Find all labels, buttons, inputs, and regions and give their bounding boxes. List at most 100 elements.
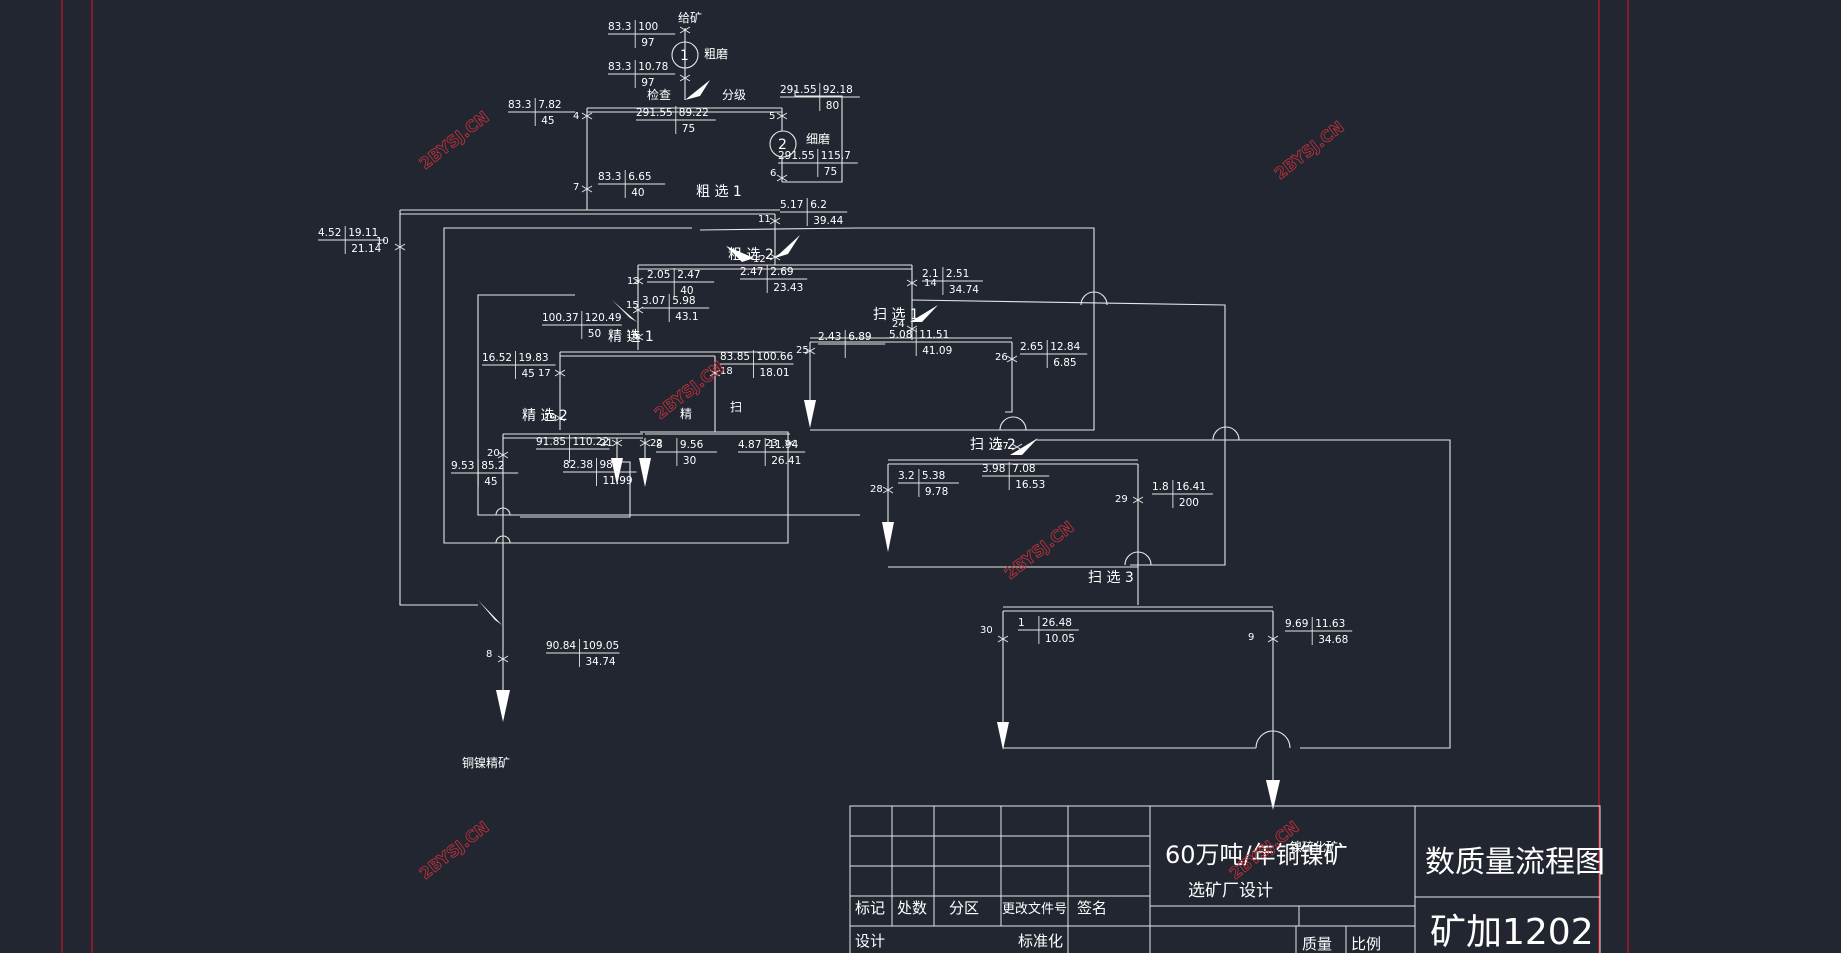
stream-crosses	[394, 26, 1279, 663]
stream-yield-value: 83.3	[508, 99, 531, 111]
arrow-icon	[478, 600, 502, 625]
stream-number: 13	[627, 276, 640, 287]
stream-recovery-value: 11.63	[1315, 618, 1345, 630]
stream-yield-value: 90.84	[546, 640, 576, 652]
stream-grade-value: 41.09	[922, 345, 952, 357]
frame-borders	[61, 0, 1629, 953]
feed-label: 给矿	[678, 11, 702, 25]
stream-grade-value: 40	[631, 187, 644, 199]
stream-grade-value: 10.05	[1045, 633, 1075, 645]
stream-yield-value: 2.05	[647, 269, 670, 281]
arrow-icon	[685, 80, 710, 100]
arrow-icon	[804, 400, 816, 428]
stream-yield-value: 3.98	[982, 463, 1005, 475]
stream-number: 26	[995, 352, 1008, 363]
stream-recovery-value: 7.82	[538, 99, 561, 111]
stream-number: 6	[770, 168, 776, 179]
stream-yield-value: 291.55	[778, 150, 815, 162]
stream-yield-value: 83.3	[598, 171, 621, 183]
row-quality: 质量	[1302, 935, 1332, 953]
stream-number: 4	[573, 111, 579, 122]
stream-yield-value: 2.1	[922, 268, 939, 280]
stream-recovery-value: 98.7	[600, 459, 623, 471]
stream-yield-value: 83.3	[608, 61, 631, 73]
stream-recovery-value: 9.56	[680, 439, 704, 451]
stream-yield-value: 5.17	[780, 199, 803, 211]
title-block: 60万吨/年铜镍矿 镍硫化矿 选矿厂设计 数质量流程图 矿加1202 标记 处数…	[849, 805, 1605, 953]
arrow-icon	[726, 246, 754, 262]
arrow-icon	[639, 458, 651, 487]
stream-recovery-value: 2.51	[946, 268, 969, 280]
stream-grade-value: 34.74	[586, 656, 616, 668]
stream-recovery-value: 12.84	[1050, 341, 1080, 353]
stream-grade-value: 45	[541, 115, 554, 127]
stream-recovery-value: 110.22	[573, 436, 610, 448]
stream-yield-value: 83.85	[720, 351, 750, 363]
stream-grade-value: 75	[682, 123, 695, 135]
cleaner1-label: 精 选 1	[608, 329, 654, 345]
stream-yield-value: 3.2	[898, 470, 915, 482]
stream-recovery-value: 11.94	[768, 439, 798, 451]
stream-yield-value: 16.52	[482, 352, 512, 364]
scav1-label: 扫 选 1	[873, 307, 919, 323]
scav2-label: 扫 选 2	[970, 437, 1016, 453]
stream-number: 22	[650, 438, 663, 449]
stream-yield-value: 83.3	[608, 21, 631, 33]
stream-number: 17	[538, 368, 551, 379]
sao-label: 扫	[730, 400, 742, 414]
stream-number: 30	[980, 625, 993, 636]
stream-number: 16	[626, 330, 639, 341]
stream-recovery-value: 6.65	[628, 171, 651, 183]
stream-recovery-value: 16.41	[1176, 481, 1206, 493]
stream-recovery-value: 100.66	[757, 351, 794, 363]
stream-recovery-value: 19.11	[348, 227, 378, 239]
stream-yield-value: 2.43	[818, 331, 841, 343]
stream-recovery-value: 2.69	[770, 266, 793, 278]
stream-grade-value: 45	[484, 476, 497, 488]
stream-grade-value: 97	[641, 37, 654, 49]
stream-yield-value: 9.53	[451, 460, 474, 472]
stream-yield-value: 1.8	[1152, 481, 1169, 493]
col-zone: 分区	[949, 899, 979, 917]
stream-yield-value: 3.07	[642, 295, 665, 307]
drawing-title: 数质量流程图	[1425, 845, 1605, 880]
rougher2-label: 粗 选 2	[728, 247, 774, 263]
row-design: 设计	[855, 932, 885, 950]
stream-grade-value: 43.1	[675, 311, 698, 323]
row-scale: 比例	[1351, 935, 1381, 953]
stream-grade-value: 200	[1179, 497, 1199, 509]
flow-arrows	[478, 80, 1280, 810]
stream-number: 24	[892, 319, 905, 330]
stream-recovery-value: 100	[638, 21, 658, 33]
rougher1-label: 粗 选 1	[696, 184, 742, 200]
stream-recovery-value: 85.2	[481, 460, 504, 472]
stream-number: 27	[996, 441, 1009, 452]
stream-yield-value: 2.65	[1020, 341, 1043, 353]
arrow-icon	[910, 305, 938, 322]
col-mark: 标记	[855, 899, 885, 917]
stream-grade-value: 6.85	[1053, 357, 1076, 369]
stream-recovery-value: 5.38	[922, 470, 945, 482]
stream-yield-value: 5.08	[889, 329, 912, 341]
stream-grade-value: 34.74	[949, 284, 979, 296]
stream-grade-value: 21.14	[351, 243, 381, 255]
arrow-icon	[882, 522, 894, 552]
stream-number: 10	[376, 236, 389, 247]
stream-recovery-value: 5.98	[672, 295, 695, 307]
stream-number: 15	[626, 300, 639, 311]
project-title-line2: 选矿厂设计	[1188, 881, 1273, 901]
classify-label: 分级	[722, 88, 746, 102]
stream-recovery-value: 19.83	[519, 352, 549, 364]
stream-grade-value: 40	[680, 285, 693, 297]
col-doc: 更改文件号	[1002, 902, 1067, 917]
stream-number: 12	[753, 254, 766, 265]
stream-grade-value: 45	[522, 368, 535, 380]
stream-number: 7	[573, 182, 579, 193]
stream-recovery-value: 120.49	[585, 312, 622, 324]
stream-number: 18	[720, 366, 733, 377]
stream-recovery-value: 11.51	[919, 329, 949, 341]
rough-grind-label: 粗磨	[704, 47, 728, 61]
stream-yield-value: 100.37	[542, 312, 579, 324]
